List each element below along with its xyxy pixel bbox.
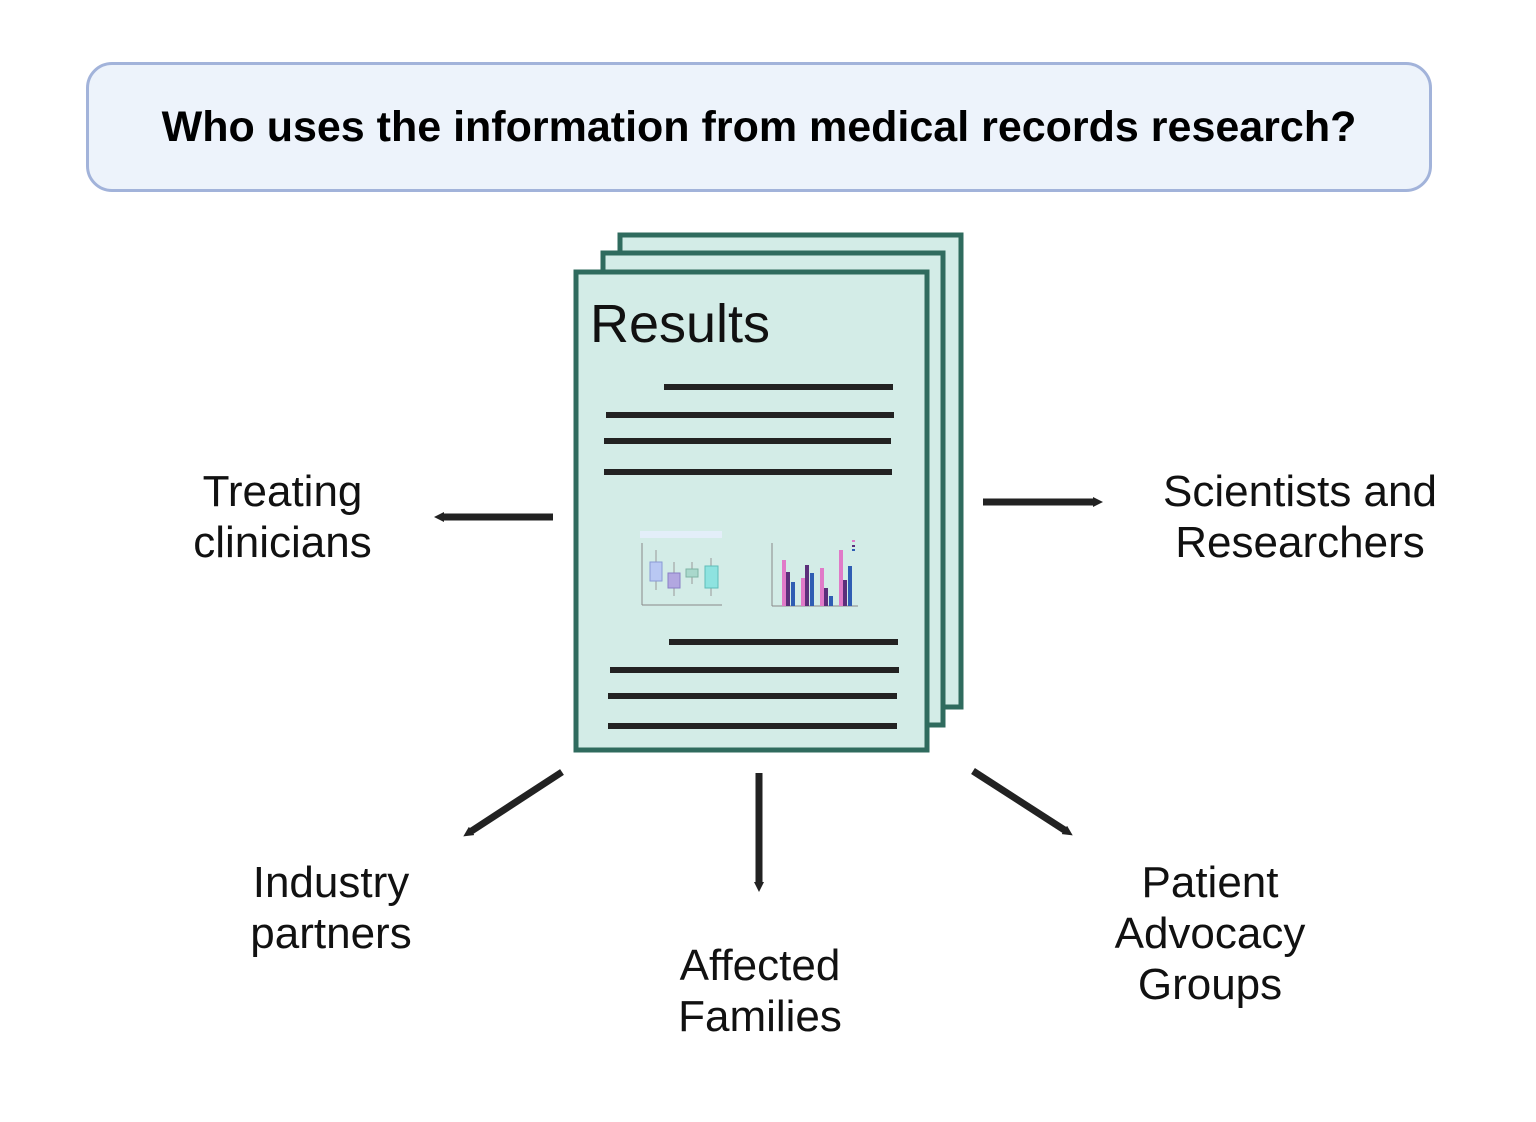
label-treating-clinicians: Treating clinicians xyxy=(193,467,372,567)
arrow-to-advocacy xyxy=(971,768,1073,836)
arrow-to-industry xyxy=(463,769,564,837)
label-scientists-researchers: Scientists and Researchers xyxy=(1163,467,1437,567)
label-affected-families: Affected Families xyxy=(678,941,842,1041)
text-lines-top xyxy=(604,384,894,475)
text-lines-bottom xyxy=(608,639,899,729)
label-patient-advocacy-groups: Patient Advocacy Groups xyxy=(1114,858,1306,1009)
arrows xyxy=(434,497,1103,892)
page-title: Who uses the information from medical re… xyxy=(161,102,1357,151)
document-heading: Results xyxy=(590,294,771,354)
results-document xyxy=(573,232,964,753)
label-industry-partners: Industry partners xyxy=(250,858,412,958)
boxplot-thumbnail xyxy=(640,531,722,606)
title-box: Who uses the information from medical re… xyxy=(86,62,1432,192)
bar-chart-thumbnail xyxy=(771,540,858,607)
